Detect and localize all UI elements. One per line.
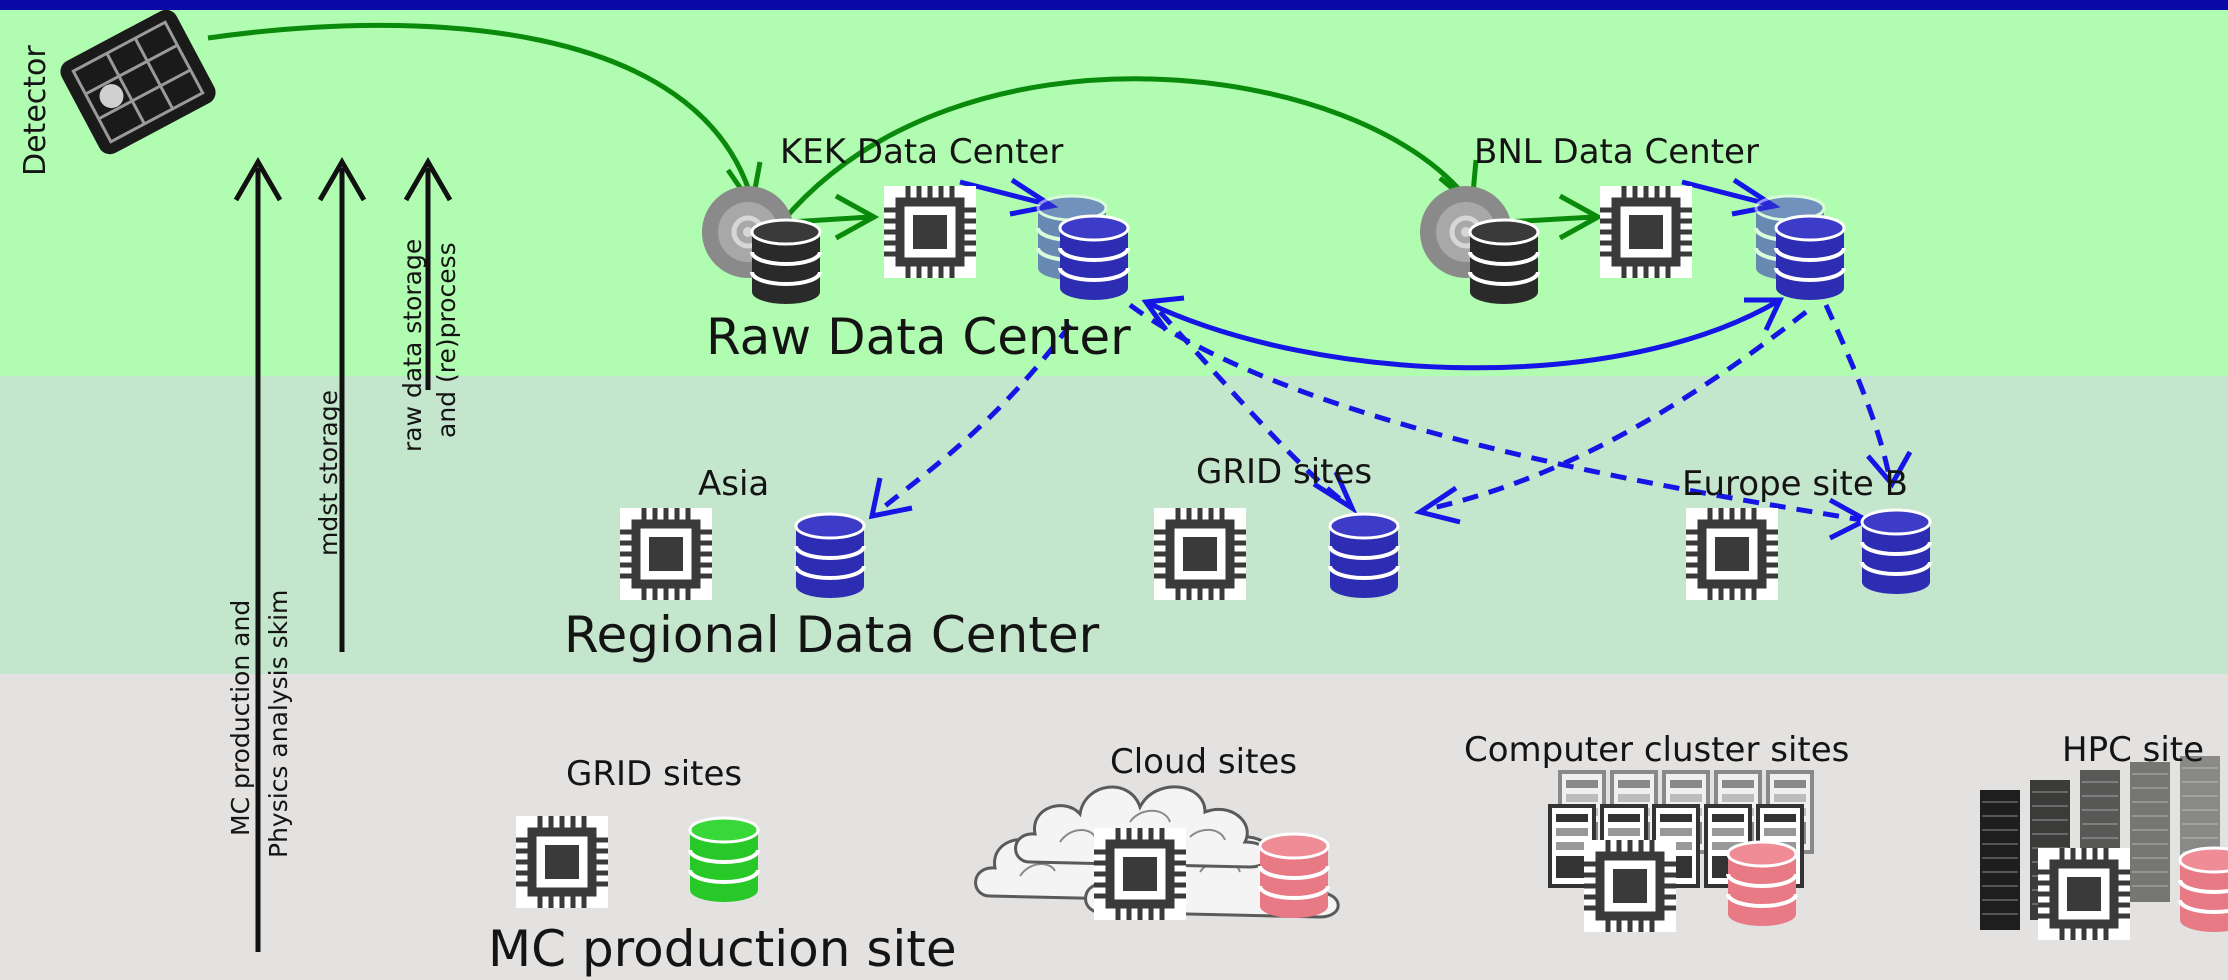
grid-regional-cpu-icon [1154,508,1246,600]
bnl-cpu-to-storage-arrow [1681,179,1769,207]
kek-to-europe-arrow [1128,302,1863,523]
bnl-to-europe-arrow [1823,303,1893,481]
raw-data-storage-axis-label: raw data storage [398,238,427,452]
detector-icon [60,9,216,155]
asia-label: Asia [698,464,770,504]
bnl-to-grid-arrow [1423,310,1808,513]
kek-data-center-label: KEK Data Center [780,132,1064,172]
europe-site-label: Europe site B [1682,464,1908,504]
kek-raw-database-icon [750,218,822,306]
grid-sites-mc-label: GRID sites [566,754,743,794]
cloud-cpu-icon [1094,828,1186,920]
detector-label: Detector [18,45,53,176]
top-border [0,0,2228,10]
mdst-storage-arrow-head [317,157,367,202]
asia-database-icon [794,512,866,600]
hpc-site-label: HPC site [2062,730,2205,770]
distribution-arrows [878,302,1893,523]
cluster-database-icon [1726,840,1798,928]
bnl-data-center-label: BNL Data Center [1474,132,1759,172]
kek-bnl-head-left [1141,295,1185,332]
bnl-cpu-icon [1600,186,1692,278]
europe-cpu-icon [1686,508,1778,600]
kek-cpu-icon [884,186,976,278]
computer-cluster-sites-label: Computer cluster sites [1464,730,1850,770]
grid-sites-regional-label: GRID sites [1196,452,1373,492]
mc-production-axis-label: MC production and [226,599,255,836]
bnl-storage-to-cpu-head [1558,193,1604,241]
kek-to-bnl-arrow [780,76,1470,224]
grid-mc-database-icon [688,816,760,904]
regional-data-center-label: Regional Data Center [564,606,1100,664]
cluster-cpu-icon [1584,840,1676,932]
kek-bnl-replication-arrow [1144,297,1782,371]
kek-cpu-to-storage-arrow [959,179,1047,207]
mc-production-arrow-head [233,157,283,202]
tier-arrows [233,157,453,952]
raw-data-tier-band [0,10,2228,376]
mc-production-site-label: MC production site [488,920,957,978]
hpc-cpu-icon [2038,848,2130,940]
detector-to-kek-arrow [207,22,755,201]
cloud-sites-label: Cloud sites [1110,742,1298,782]
cloud-database-icon [1258,832,1330,920]
kek-to-grid-arrow [1158,310,1350,508]
grid-regional-database-icon [1328,512,1400,600]
asia-cpu-icon [620,508,712,600]
reprocess-axis-label: and (re)process [432,242,461,438]
hpc-database-icon [2178,846,2228,934]
kek-storage-to-cpu-head [834,193,880,241]
bnl-raw-database-icon [1468,218,1540,306]
distribution-arrow-heads [868,450,1913,541]
kek-bnl-head-right [1744,297,1784,332]
raw-data-center-label: Raw Data Center [706,308,1131,366]
kek-database-icon [1058,214,1130,302]
grid-mc-cpu-icon [516,816,608,908]
europe-database-icon [1860,508,1932,596]
physics-skim-axis-label: Physics analysis skim [264,589,293,858]
bnl-database-icon [1774,214,1846,302]
mdst-storage-axis-label: mdst storage [314,390,343,556]
raw-data-arrow-head [403,157,453,202]
